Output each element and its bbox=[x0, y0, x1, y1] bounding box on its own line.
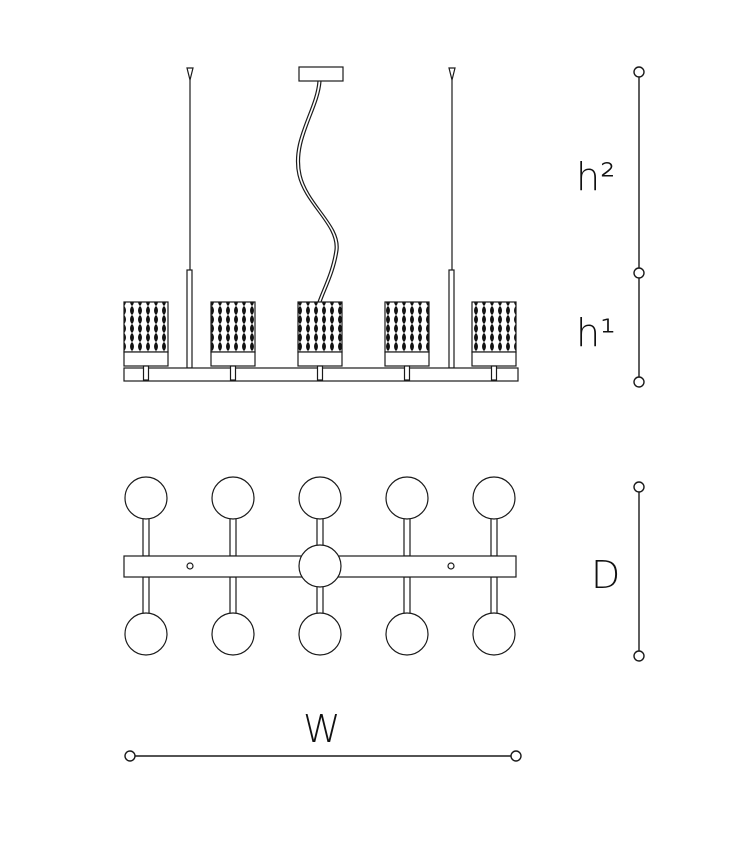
plan-globe-top bbox=[385, 476, 429, 520]
width-dim-end-right bbox=[510, 750, 522, 762]
plan-canopy-circle bbox=[298, 544, 342, 588]
plan-globe-top bbox=[298, 476, 342, 520]
plan-globe-bottom bbox=[472, 612, 516, 656]
lamp-shade bbox=[210, 301, 256, 353]
ceiling-canopy bbox=[298, 66, 344, 82]
lamp-stem bbox=[316, 365, 324, 381]
lamp-stem bbox=[490, 365, 498, 381]
plan-arm-top bbox=[229, 515, 237, 557]
plan-mount-hole-right bbox=[447, 562, 455, 570]
lamp-shade bbox=[123, 301, 169, 353]
plan-globe-top bbox=[211, 476, 255, 520]
dimension-lines bbox=[124, 66, 645, 762]
power-cord-inner bbox=[299, 80, 339, 303]
plan-arm-top bbox=[403, 515, 411, 557]
width-dim-end-left bbox=[124, 750, 136, 762]
lamp-shade-base bbox=[123, 351, 169, 367]
height-dim-mid bbox=[633, 267, 645, 279]
plan-arm-top bbox=[490, 515, 498, 557]
plan-globe-bottom bbox=[298, 612, 342, 656]
height-total-label: h² bbox=[576, 155, 616, 199]
lamp-shade bbox=[471, 301, 517, 353]
depth-dim-end-bottom bbox=[633, 650, 645, 662]
plan-arm-bottom bbox=[403, 576, 411, 618]
suspension-rod-right bbox=[448, 269, 455, 369]
height-fixture-label: h¹ bbox=[576, 311, 616, 355]
height-dim-end-top bbox=[633, 66, 645, 78]
lamp-shades bbox=[123, 301, 517, 381]
depth-dim-end-top bbox=[633, 481, 645, 493]
plan-mount-hole-left bbox=[186, 562, 194, 570]
height-dim-end-bottom bbox=[633, 376, 645, 388]
power-cord bbox=[296, 80, 336, 303]
lamp-stem bbox=[229, 365, 237, 381]
lamp-shade-base bbox=[297, 351, 343, 367]
suspension-hook-right bbox=[448, 67, 456, 81]
plan-arm-top bbox=[142, 515, 150, 557]
plan-globe-bottom bbox=[124, 612, 168, 656]
top-plan-view bbox=[123, 476, 517, 656]
lamp-stem bbox=[403, 365, 411, 381]
depth-label: D bbox=[591, 553, 621, 597]
plan-globe-top bbox=[124, 476, 168, 520]
lamp-stem bbox=[142, 365, 150, 381]
lamp-shade-base bbox=[210, 351, 256, 367]
plan-arm-bottom bbox=[142, 576, 150, 618]
plan-globe-bottom bbox=[211, 612, 255, 656]
plan-globe-top bbox=[472, 476, 516, 520]
plan-globe-bottom bbox=[385, 612, 429, 656]
plan-arm-bottom bbox=[229, 576, 237, 618]
lamp-shade-base bbox=[384, 351, 430, 367]
lamp-shade bbox=[297, 301, 343, 353]
suspension-hook-left bbox=[186, 67, 194, 81]
lamp-shade-base bbox=[471, 351, 517, 367]
width-label: W bbox=[303, 707, 341, 751]
suspension-rod-left bbox=[186, 269, 193, 369]
plan-arm-bottom bbox=[490, 576, 498, 618]
lamp-shade bbox=[384, 301, 430, 353]
plan-globes bbox=[124, 476, 516, 656]
